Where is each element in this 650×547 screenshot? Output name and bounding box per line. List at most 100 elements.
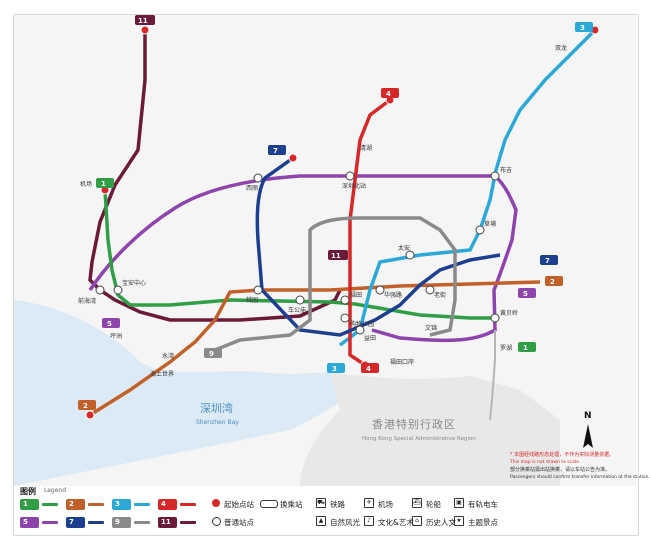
station-taoyuan[interactable] — [253, 285, 263, 295]
badge-7-right: 7 — [545, 257, 550, 265]
station-qianhaiwan[interactable] — [95, 285, 105, 295]
history-icon: ⌂ — [412, 516, 422, 526]
legend-badge-11: 11 — [158, 517, 177, 528]
normal-station-icon — [212, 517, 221, 526]
legend-swatch-2 — [88, 503, 104, 506]
station-caopu[interactable] — [475, 225, 485, 235]
station-chegongmiao[interactable] — [295, 295, 305, 305]
badge-7-top: 7 — [273, 147, 278, 155]
label-futian: 福田 — [350, 291, 362, 299]
label-xili: 西丽 — [246, 185, 258, 192]
legend-theme: 主题景点 — [468, 518, 498, 527]
legend-title: 图例 — [20, 487, 36, 496]
station-tai-an[interactable] — [405, 250, 415, 260]
start-end-icon — [212, 499, 220, 507]
legend-history: 历史人文 — [426, 518, 456, 527]
station-laojie[interactable] — [425, 285, 435, 295]
label-qinghu: 清湖 — [360, 144, 372, 152]
legend-swatch-1 — [42, 503, 58, 506]
note-red: * 本图经线路形态处理，不作为实际测量依据。 — [510, 451, 614, 458]
station-huangbeiling[interactable] — [490, 313, 500, 323]
bay-label-en: Shenzhen Bay — [196, 419, 239, 426]
theme-icon: ★ — [454, 516, 464, 526]
badge-1-top: 1 — [101, 180, 106, 188]
transfer-stations — [95, 171, 500, 335]
label-shopping-park: 购物公园 — [350, 320, 374, 328]
badge-4-bottom: 4 — [366, 365, 371, 373]
legend-badge-9: 9 — [112, 517, 131, 528]
line-5-track — [88, 174, 518, 343]
legend-railway: 铁路 — [330, 500, 345, 509]
line-4-track — [348, 98, 392, 367]
label-huangbeiling: 黄贝岭 — [500, 309, 518, 317]
legend-culture: 文化&艺术 — [378, 518, 414, 527]
legend-badge-4: 4 — [158, 499, 177, 510]
note-red-en: This map is not drawn to scale. — [509, 459, 580, 465]
terminal-line-2-west[interactable] — [85, 410, 95, 420]
label-baoan-center: 宝安中心 — [122, 279, 146, 287]
badge-3-bottom: 3 — [332, 365, 337, 373]
north-label: N — [584, 411, 592, 421]
station-futian[interactable] — [340, 295, 350, 305]
legend-normal: 普通站点 — [224, 518, 254, 527]
label-wenjin: 文锦 — [425, 324, 437, 332]
badge-9-left: 9 — [209, 350, 214, 358]
legend: 图例 Legend 1 2 3 4 5 7 9 11 起始点站 普通站点 换乘站… — [16, 486, 637, 536]
station-buji[interactable] — [490, 171, 500, 181]
note-black-en: Passengers should confirm transfer infor… — [510, 474, 650, 480]
line-7-track — [255, 156, 501, 337]
station-labels: 机场 宝安中心 前海湾 车公庙 福田 购物公园 华强路 老街 深圳北站 西丽 布… — [78, 44, 567, 378]
terminal-line-11-north[interactable] — [140, 25, 150, 35]
tram-icon: ▣ — [454, 498, 464, 508]
legend-transfer: 换乘站 — [280, 500, 303, 509]
line-9-track — [214, 216, 457, 352]
legend-ferry: 轮船 — [426, 500, 441, 509]
station-yitian[interactable] — [355, 325, 365, 335]
legend-badge-5: 5 — [20, 517, 39, 528]
label-laojie: 老街 — [434, 291, 446, 299]
station-huaqiang[interactable] — [375, 285, 385, 295]
station-xili[interactable] — [253, 173, 263, 183]
legend-badge-2: 2 — [66, 499, 85, 510]
badge-2-right: 2 — [550, 278, 555, 286]
hk-label-cn: 香港特别行政区 — [372, 417, 456, 431]
legend-swatch-7 — [88, 521, 104, 524]
north-arrow-icon — [583, 424, 593, 448]
legend-scenic: 自然风光 — [330, 518, 360, 527]
station-shopping-park[interactable] — [340, 313, 350, 323]
legend-swatch-3 — [134, 503, 150, 506]
legend-tram: 有轨电车 — [468, 500, 498, 509]
legend-swatch-5 — [42, 521, 58, 524]
label-yitian: 益田 — [364, 334, 376, 342]
legend-airport: 机场 — [378, 500, 393, 509]
badge-5-left: 5 — [107, 320, 112, 328]
shenzhen-land — [14, 14, 636, 486]
hk-region — [300, 372, 560, 486]
label-qianhaiwan: 前海湾 — [78, 297, 96, 305]
hk-label-en: Hong Kong Special Administrative Region — [362, 436, 476, 442]
label-haishang-shijie: 海上世界 — [150, 370, 174, 378]
badge-11-mid: 11 — [331, 252, 341, 260]
terminal-line-7-north[interactable] — [288, 153, 298, 163]
label-caopu: 草埔 — [484, 220, 496, 228]
badge-2-left: 2 — [83, 402, 88, 410]
label-taoyuan: 桃园 — [246, 296, 258, 304]
badge-3-top: 3 — [580, 24, 585, 32]
bay-label-cn: 深圳湾 — [200, 401, 233, 415]
legend-title-en: Legend — [44, 487, 67, 494]
map-frame — [13, 14, 639, 536]
note-black: 部分换乘站需出站换乘，请以车站公告为准。 — [510, 466, 610, 473]
badge-5-right: 5 — [523, 290, 528, 298]
line-3-track — [338, 28, 597, 347]
bay-water — [14, 300, 350, 486]
north-arrow: N — [583, 411, 593, 448]
legend-swatch-11 — [180, 521, 196, 524]
scenic-icon: ▲ — [316, 516, 326, 526]
line-1-track — [103, 189, 495, 320]
hk-rail — [489, 330, 496, 421]
station-baoan-center[interactable] — [113, 285, 123, 295]
legend-badge-1: 1 — [20, 499, 39, 510]
culture-icon: ♪ — [364, 516, 374, 526]
station-shenzhen-north[interactable] — [345, 171, 355, 181]
